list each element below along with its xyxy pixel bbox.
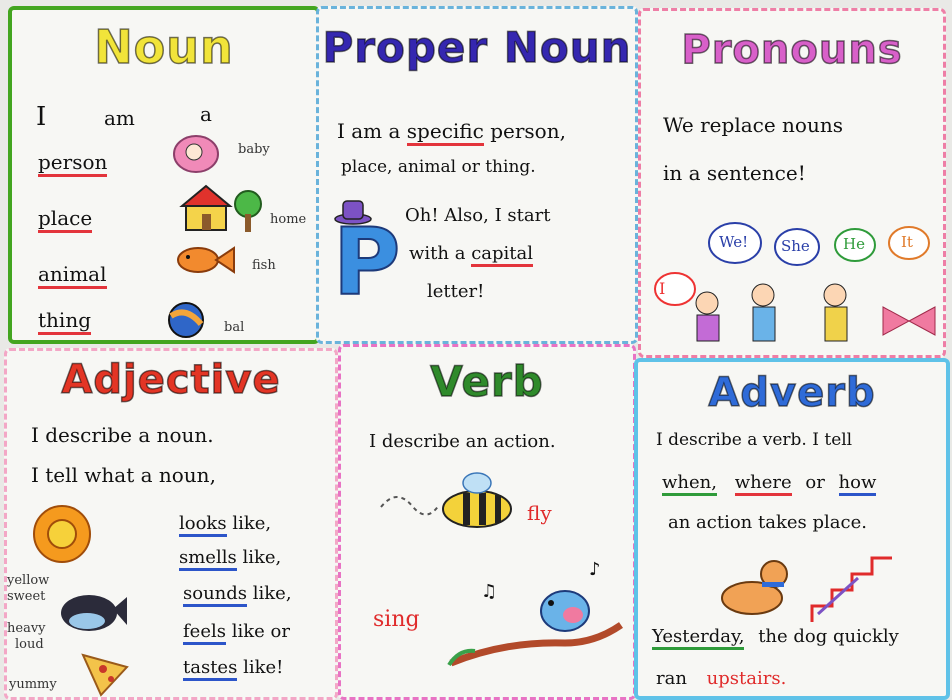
proper-line2: place, animal or thing. (341, 157, 536, 177)
pizza-icon (81, 653, 129, 697)
sunflower-icon (33, 505, 91, 563)
pronoun-children-illustration (654, 222, 936, 342)
noun-word-person: person (38, 150, 108, 177)
pronoun-bubble-she: She (781, 237, 810, 255)
adverb-word-yesterday: Yesterday, (652, 626, 745, 650)
baby-icon (173, 135, 219, 173)
adverb-word-how: how (838, 472, 877, 496)
noun-title: Noun (93, 19, 234, 75)
dog-on-stairs-icon (721, 556, 892, 622)
adjective-label-yummy: yummy (9, 677, 57, 692)
noun-example-baby: baby (238, 142, 270, 157)
adjective-label-sweet: sweet (7, 589, 46, 604)
adjective-sense-smells-suffix: like, (242, 547, 282, 568)
adjective-line1: I describe a noun. (31, 423, 214, 447)
adjective-label-heavy: heavy (7, 621, 46, 636)
ball-icon (168, 302, 204, 338)
adverb-word-when: when, (662, 472, 717, 496)
pronouns-panel: Pronouns We replace nouns in a sentence!… (638, 8, 946, 358)
adverb-line3: an action takes place. (668, 512, 867, 533)
adjective-sense-sounds-suffix: like, (252, 583, 292, 604)
verb-fly: fly (527, 501, 552, 525)
noun-example-fish: fish (252, 258, 276, 273)
adverb-word-or: or (805, 472, 825, 493)
adverb-line1: I describe a verb. I tell (656, 430, 853, 450)
noun-example-home: home (270, 212, 307, 227)
noun-intro-a: a (200, 102, 212, 126)
adjective-sense-smells: smells (179, 547, 237, 571)
pronouns-line2: in a sentence! (663, 161, 806, 185)
adjective-panel: Adjective I describe a noun. I tell what… (4, 348, 338, 700)
adverb-title: Adverb (708, 369, 876, 417)
noun-intro-am: am (104, 106, 135, 130)
house-icon (179, 184, 262, 232)
pronoun-bubble-i: I (659, 279, 666, 298)
proper-word-capital: capital (471, 243, 534, 267)
pronouns-title: Pronouns (681, 26, 903, 74)
adjective-sense-tastes: tastes (183, 657, 238, 681)
adverb-word-where: where (734, 472, 792, 496)
hat-icon (334, 200, 372, 225)
adjective-sense-looks-suffix: like, (232, 513, 272, 534)
whale-icon (61, 595, 127, 631)
proper-line4-start: with a (409, 243, 466, 264)
proper-noun-title: Proper Noun (322, 22, 632, 73)
verb-title: Verb (430, 356, 544, 407)
svg-text:♪: ♪ (589, 559, 601, 580)
adjective-label-yellow: yellow (7, 573, 50, 588)
adjective-label-loud: loud (15, 637, 44, 652)
noun-word-thing: thing (38, 308, 91, 335)
noun-intro-i: I (36, 102, 47, 132)
bee-icon (380, 472, 512, 528)
proper-noun-panel: Proper Noun I am a specific person, plac… (316, 6, 638, 344)
adjective-sense-feels: feels (183, 621, 226, 645)
verb-line1: I describe an action. (369, 431, 556, 452)
bird-on-branch-icon: ♫ ♪ (447, 559, 623, 667)
adjective-sense-feels-suffix: like or (231, 621, 290, 642)
adjective-title: Adjective (61, 356, 281, 404)
pronoun-bubble-we: We! (719, 233, 749, 251)
proper-word-specific: specific (406, 119, 484, 146)
pronoun-bubble-it: It (901, 233, 913, 251)
svg-text:♫: ♫ (481, 581, 497, 602)
proper-line1-end: person, (490, 119, 566, 143)
fish-icon (177, 246, 235, 274)
adverb-line4-rest: the dog quickly (758, 626, 899, 647)
adverb-word-ran: ran (656, 668, 687, 689)
noun-word-place: place (38, 206, 93, 233)
noun-word-animal: animal (38, 262, 107, 289)
verb-sing: sing (373, 607, 420, 632)
adverb-word-upstairs: upstairs. (706, 668, 787, 689)
pronoun-bubble-he: He (843, 235, 865, 253)
verb-panel: Verb I describe an action. fly sing ♫ ♪ (338, 344, 636, 700)
noun-panel: Noun I am a person place animal thing ba… (8, 6, 320, 344)
noun-example-ball: bal (224, 320, 245, 335)
adverb-panel: Adverb I describe a verb. I tell when, w… (634, 358, 950, 700)
adjective-sense-looks: looks (179, 513, 227, 537)
adjective-line2: I tell what a noun, (31, 463, 216, 487)
proper-big-letter-p: P (332, 208, 402, 317)
proper-line3: Oh! Also, I start (405, 205, 551, 226)
proper-line1-start: I am a (337, 119, 401, 143)
pronouns-line1: We replace nouns (663, 113, 843, 137)
adjective-sense-tastes-suffix: like! (243, 657, 284, 678)
adjective-sense-sounds: sounds (183, 583, 248, 607)
proper-line5: letter! (427, 281, 485, 302)
